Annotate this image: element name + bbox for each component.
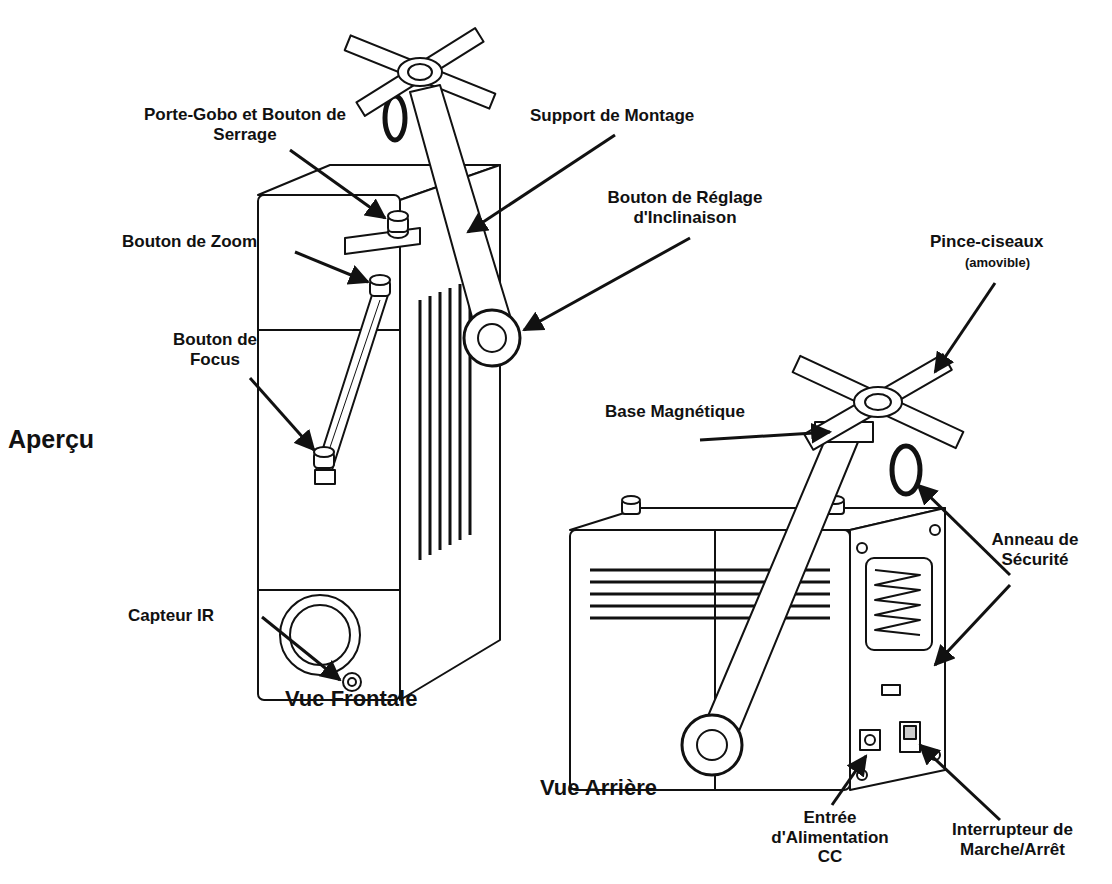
part-label: Support de Montage [530, 106, 760, 126]
part-label: Bouton de Focus [150, 330, 280, 369]
tilt-knob [464, 310, 520, 366]
rear-tilt-knob [682, 715, 742, 775]
part-label: Capteur IR [128, 606, 268, 626]
rear-view [570, 354, 963, 790]
section-title: Aperçu [8, 425, 128, 454]
rear-safety-ring [892, 446, 920, 494]
rear-body [570, 530, 850, 790]
dc-jack [860, 730, 880, 750]
zoom-focus-track [316, 295, 388, 470]
vents [420, 280, 470, 560]
track-end [315, 470, 335, 484]
power-switch [900, 722, 920, 752]
safety-anchor [882, 685, 900, 695]
fan-grille [866, 558, 932, 650]
part-label: Interrupteur de Marche/Arrêt [915, 820, 1110, 859]
front-view [258, 28, 520, 700]
part-label: Entrée d'Alimentation CC [760, 808, 900, 867]
body-face [258, 195, 400, 700]
rear-end-face [850, 508, 945, 790]
part-label: Bouton de Réglage d'Inclinaison [565, 188, 805, 227]
mounting-bracket [410, 85, 512, 346]
rear-bracket [700, 428, 858, 748]
part-label: Vue Frontale [285, 686, 485, 711]
leader-arrows [250, 135, 1010, 820]
part-label: (amovible) [965, 256, 1075, 271]
part-label: Anneau de Sécurité [960, 530, 1110, 569]
part-label: Base Magnétique [600, 402, 750, 422]
part-label: Pince-ciseaux [930, 232, 1090, 252]
part-label: Bouton de Zoom [122, 232, 322, 252]
part-label: Porte-Gobo et Bouton de Serrage [140, 105, 350, 144]
part-label: Vue Arrière [540, 775, 740, 800]
